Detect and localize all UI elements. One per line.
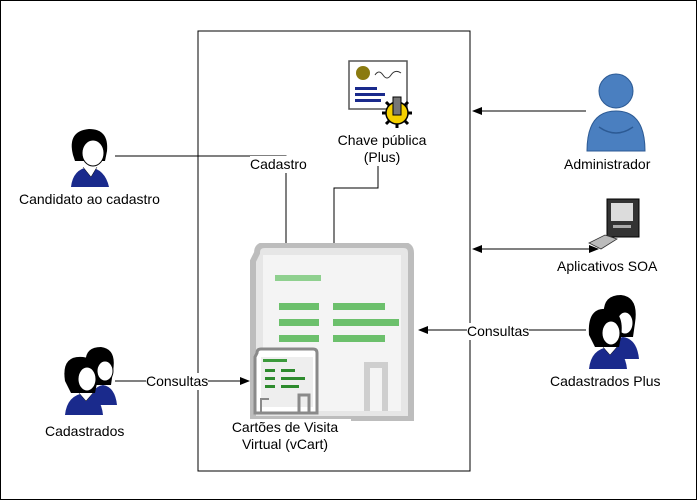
cadastrados-label: Cadastrados	[45, 423, 125, 440]
admin-user-icon	[586, 73, 646, 152]
vcard-icon	[253, 347, 319, 415]
candidato-label: Candidato ao cadastro	[19, 191, 160, 208]
chave-label: Chave pública (Plus)	[327, 132, 437, 166]
cadastro-label: Cadastro	[250, 156, 307, 173]
aplicativos-soa-label: Aplicativos SOA	[557, 258, 658, 275]
computer-icon	[588, 198, 640, 250]
person-icon	[71, 129, 109, 187]
people-group-icon	[588, 295, 639, 369]
vcart-label-line2: Virtual (vCart)	[241, 436, 329, 452]
certificate-key-icon	[348, 60, 412, 128]
consultas-label: Consultas	[146, 373, 209, 390]
chave-label-line2: (Plus)	[363, 149, 401, 165]
cadastrados-plus-label: Cadastrados Plus	[550, 373, 661, 390]
vcart-label-line1: Cartões de Visita	[231, 419, 339, 435]
people-group-icon	[64, 347, 117, 415]
chave-label-line1: Chave pública	[337, 132, 427, 148]
administrador-label: Administrador	[564, 156, 651, 173]
vcart-label: Cartões de Visita Virtual (vCart)	[219, 419, 351, 453]
system-boundary	[197, 30, 471, 472]
consultas-plus-label: Consultas	[467, 323, 530, 340]
